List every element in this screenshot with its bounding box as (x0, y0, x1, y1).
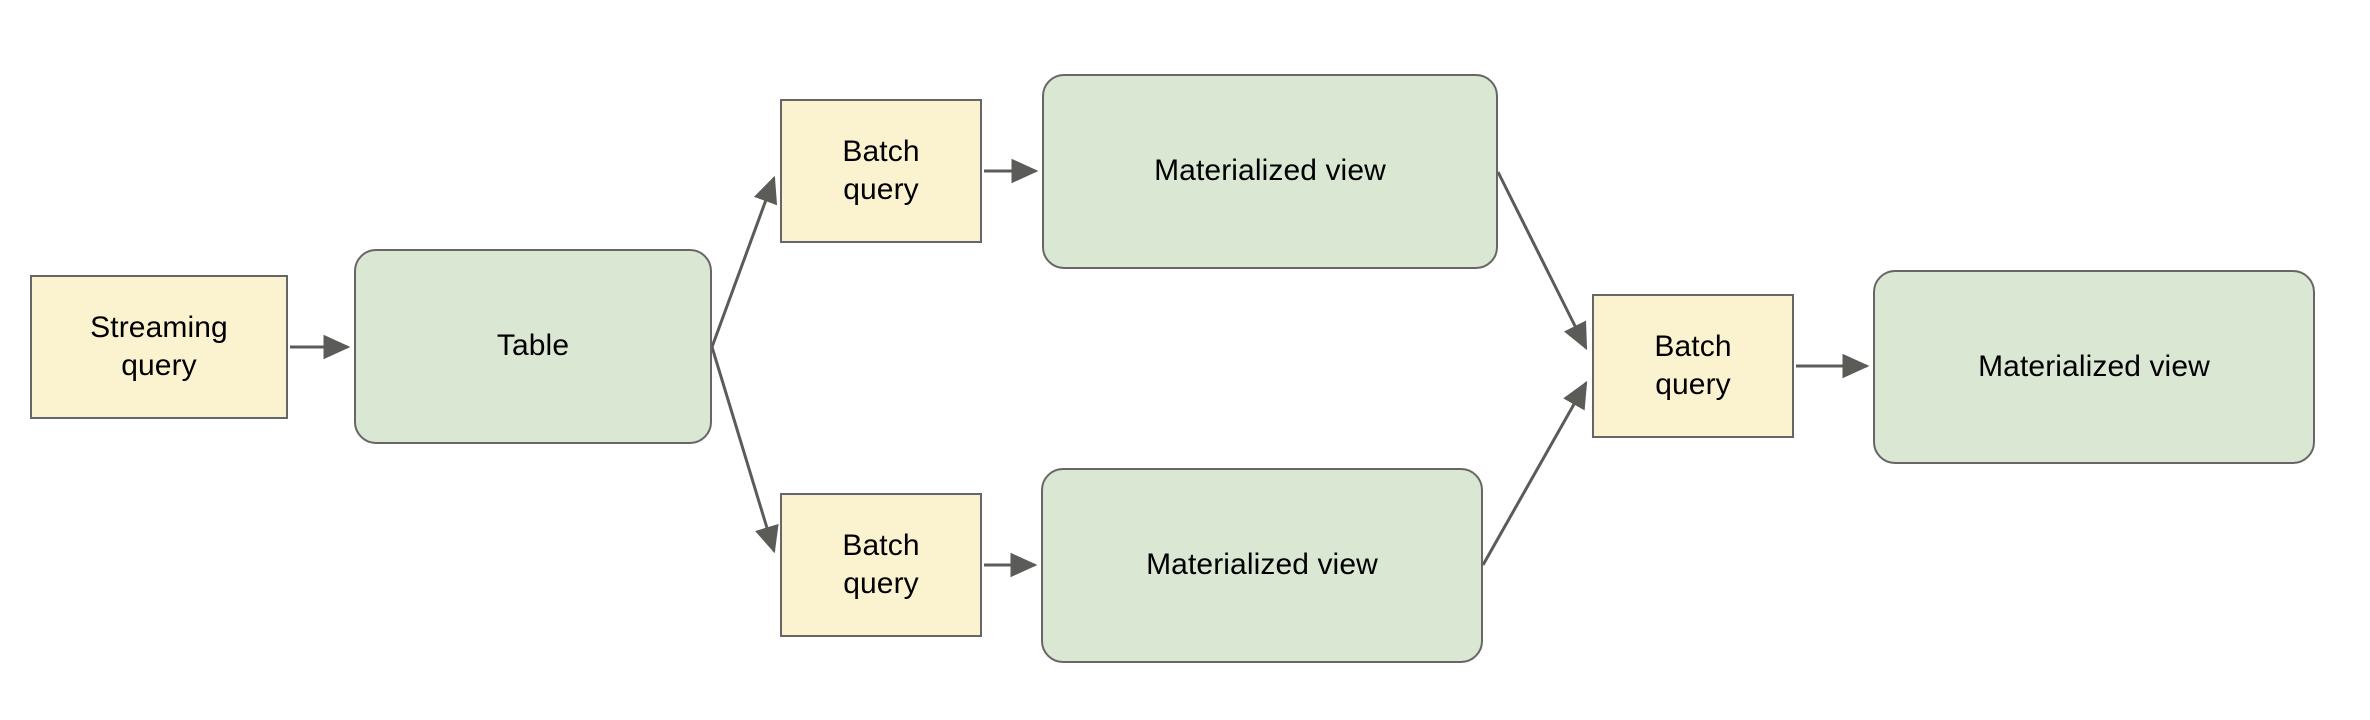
node-batch-query-middle[interactable]: Batch query (1592, 294, 1794, 438)
node-label-batch-query-middle: Batch query (1654, 329, 1732, 401)
node-label-table: Table (496, 329, 570, 363)
node-label-materialized-view-bottom: Materialized view (1146, 548, 1378, 582)
node-streaming-query[interactable]: Streaming query (30, 275, 288, 419)
edge-materialized-view-bottom-to-batch-query-middle (1481, 380, 1588, 566)
node-label-batch-query-top: Batch query (842, 134, 920, 206)
node-label-streaming-query: Streaming query (90, 310, 228, 382)
edge-table-to-batch-query-top (710, 175, 778, 348)
node-label-batch-query-bottom: Batch query (842, 528, 920, 600)
node-batch-query-bottom[interactable]: Batch query (780, 493, 982, 637)
node-label-materialized-view-top: Materialized view (1154, 154, 1386, 188)
node-materialized-view-bottom[interactable]: Materialized view (1041, 468, 1483, 663)
node-table[interactable]: Table (354, 249, 712, 444)
edge-materialized-view-top-to-batch-query-middle (1496, 171, 1588, 351)
node-materialized-view-right[interactable]: Materialized view (1873, 270, 2315, 464)
edge-table-to-batch-query-bottom (710, 346, 779, 554)
node-batch-query-top[interactable]: Batch query (780, 99, 982, 243)
node-materialized-view-top[interactable]: Materialized view (1042, 74, 1498, 269)
node-label-materialized-view-right: Materialized view (1978, 349, 2210, 383)
